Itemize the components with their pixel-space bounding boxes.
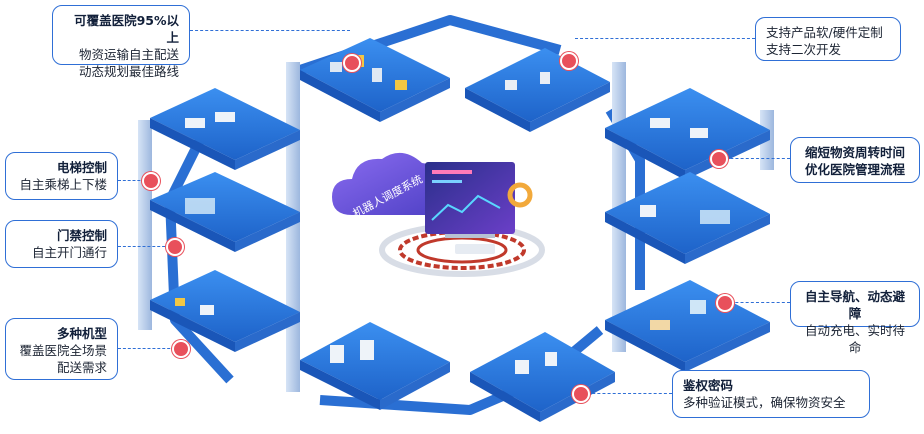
callout-coverage-line3: 动态规划最佳路线 (78, 64, 179, 79)
floor-platform-left-1 (150, 88, 300, 170)
callout-turnover: 缩短物资周转时间 优化医院管理流程 (790, 137, 920, 183)
marker-auth (572, 385, 590, 403)
callout-elevator: 电梯控制 自主乘梯上下楼 (5, 152, 118, 200)
callout-custom-line2: 支持二次开发 (766, 42, 842, 57)
callout-turnover-line2: 优化医院管理流程 (804, 162, 905, 177)
marker-elevator (142, 172, 160, 190)
floor-platform-top-center (300, 38, 450, 122)
marker-models (172, 340, 190, 358)
callout-auth-title: 鉴权密码 (683, 378, 734, 393)
callout-models-line3: 配送需求 (56, 360, 107, 375)
callout-models-line2: 覆盖医院全场景 (19, 343, 107, 358)
marker-turnover (710, 150, 728, 168)
callout-access: 门禁控制 自主开门通行 (5, 220, 118, 268)
cloud-icon (332, 152, 452, 215)
floor-platform-bottom-left (300, 322, 450, 410)
callout-coverage: 可覆盖医院95%以上 物资运输自主配送 动态规划最佳路线 (52, 5, 190, 79)
floor-platform-bottom-right (470, 332, 615, 422)
floor-platform-right-1 (605, 88, 770, 180)
floor-platform-right-3 (605, 280, 770, 372)
leader-elevator (118, 180, 150, 181)
floor-platform-right-2 (605, 172, 770, 264)
marker-navigation (716, 294, 734, 312)
callout-coverage-line2: 物资运输自主配送 (78, 47, 179, 62)
callout-navigation-title: 自主导航、动态避障 (804, 289, 905, 321)
marker-access (166, 238, 184, 256)
leader-turnover (720, 158, 790, 159)
floor-platform-top-right (465, 48, 610, 132)
callout-access-desc: 自主开门通行 (31, 245, 107, 260)
floor-platform-left-3 (150, 270, 300, 352)
leader-access (118, 246, 170, 247)
marker-custom (560, 52, 578, 70)
floor-platform-left-2 (150, 172, 300, 252)
callout-elevator-title: 电梯控制 (56, 160, 107, 175)
callout-coverage-line1: 可覆盖医院95%以上 (74, 13, 179, 45)
leader-navigation (725, 302, 790, 303)
callout-auth-desc: 多种验证模式，确保物资安全 (683, 395, 846, 410)
dispatch-center (332, 152, 545, 277)
callout-models: 多种机型 覆盖医院全场景 配送需求 (5, 318, 118, 380)
leader-models (118, 348, 180, 349)
leader-auth (582, 393, 672, 394)
callout-access-title: 门禁控制 (56, 228, 107, 243)
callout-custom: 支持产品软/硬件定制 支持二次开发 (755, 17, 901, 61)
callout-navigation-desc: 自动充电、实时待命 (804, 323, 905, 355)
leader-coverage (190, 30, 350, 31)
marker-coverage (343, 54, 361, 72)
callout-navigation: 自主导航、动态避障 自动充电、实时待命 (790, 281, 920, 355)
callout-turnover-line1: 缩短物资周转时间 (804, 145, 905, 160)
leader-custom (575, 38, 755, 39)
callout-elevator-desc: 自主乘梯上下楼 (19, 177, 107, 192)
callout-auth: 鉴权密码 多种验证模式，确保物资安全 (672, 370, 870, 418)
callout-models-title: 多种机型 (56, 326, 107, 341)
callout-custom-line1: 支持产品软/硬件定制 (766, 25, 883, 40)
